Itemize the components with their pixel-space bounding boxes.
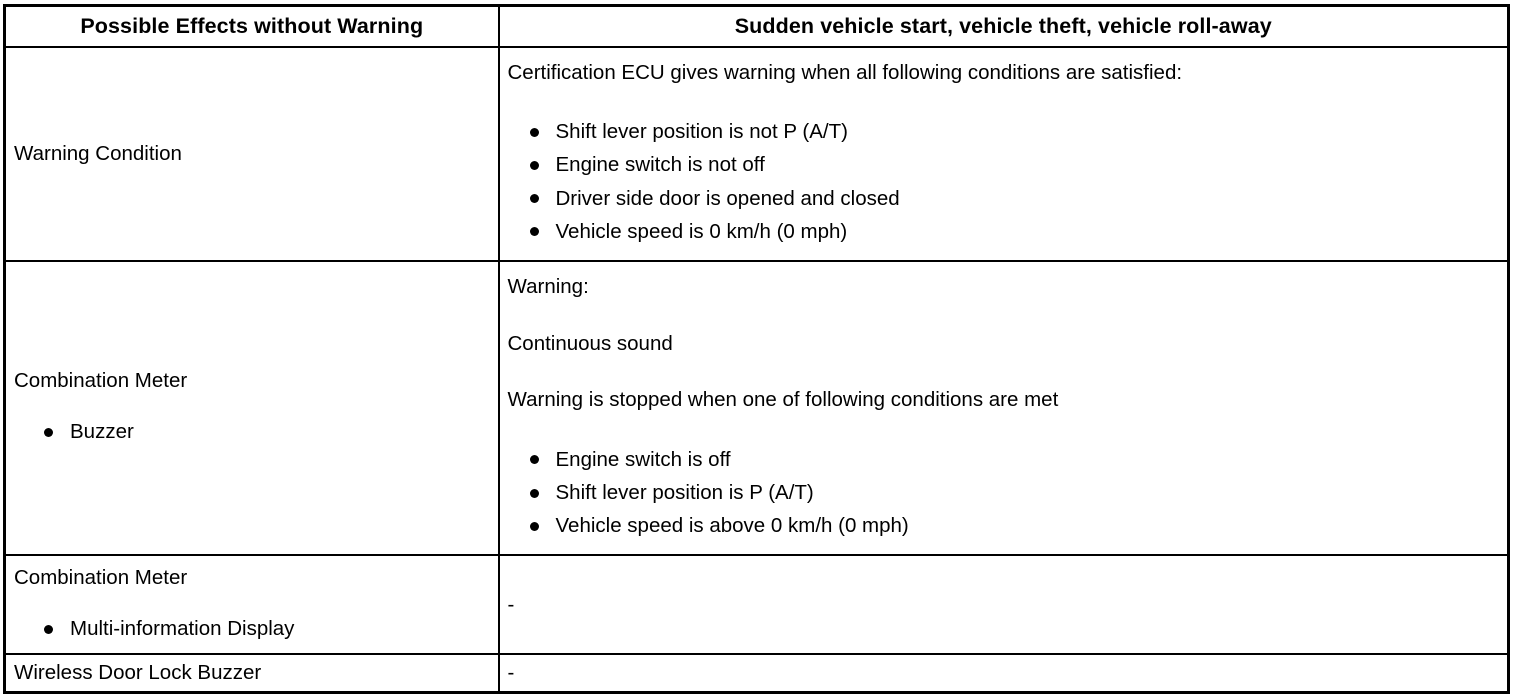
symptom-empty-value: - [507, 592, 515, 616]
bullet-icon [44, 427, 53, 437]
bullet-icon [529, 127, 539, 137]
list-item: Engine switch is off [508, 443, 1508, 476]
document-page: Possible Effects without Warning Sudden … [3, 4, 1510, 694]
symptom-sound-text: Continuous sound [507, 331, 673, 355]
cell-symptom-wireless-door-lock-buzzer: - [497, 653, 1510, 694]
symptom-stop-condition-list: Engine switch is off Shift lever positio… [508, 443, 1508, 543]
spacer [508, 356, 1508, 387]
effect-content: Combination Meter Buzzer [6, 368, 498, 449]
list-item-label: Buzzer [70, 420, 134, 444]
effect-label: Combination Meter [14, 368, 188, 392]
table-header: Possible Effects without Warning Sudden … [3, 4, 1510, 48]
list-item: Buzzer [14, 415, 498, 448]
table-header-row: Possible Effects without Warning Sudden … [3, 4, 1510, 48]
spacer [14, 590, 498, 612]
table-body: Warning Condition Certification ECU give… [3, 45, 1510, 694]
header-symptom: Sudden vehicle start, vehicle theft, veh… [497, 4, 1510, 48]
bullet-icon [44, 624, 53, 634]
symptom-intro-text: Certification ECU gives warning when all… [507, 60, 1183, 84]
effect-content: Wireless Door Lock Buzzer [6, 660, 498, 686]
spacer [508, 300, 1508, 331]
symptom-empty-value: - [507, 660, 515, 684]
list-item-label: Driver side door is opened and closed [555, 186, 900, 210]
effect-content: Warning Condition [6, 141, 498, 167]
list-item-label: Shift lever position is not P (A/T) [555, 120, 848, 144]
list-item-label: Engine switch is not off [555, 153, 765, 177]
list-item: Shift lever position is P (A/T) [508, 476, 1508, 509]
cell-effect-wireless-door-lock-buzzer: Wireless Door Lock Buzzer [3, 653, 500, 694]
symptom-content: Certification ECU gives warning when all… [500, 48, 1508, 260]
list-item-label: Engine switch is off [555, 447, 731, 471]
list-item: Vehicle speed is 0 km/h (0 mph) [508, 215, 1508, 248]
list-item-label: Vehicle speed is above 0 km/h (0 mph) [555, 514, 909, 538]
list-item: Multi-information Display [14, 612, 498, 645]
cell-effect-combination-meter-buzzer: Combination Meter Buzzer [3, 259, 500, 557]
cell-symptom-combination-meter-buzzer: Warning: Continuous sound Warning is sto… [497, 259, 1510, 557]
effect-sub-list: Multi-information Display [14, 612, 498, 645]
bullet-icon [529, 194, 539, 204]
symptom-content: - [500, 660, 1508, 684]
list-item-label: Shift lever position is P (A/T) [555, 481, 814, 505]
symptom-condition-list: Shift lever position is not P (A/T) Engi… [508, 115, 1508, 248]
list-item: Engine switch is not off [508, 148, 1508, 181]
cell-symptom-multi-information-display: - [497, 554, 1510, 656]
spacer [508, 413, 1508, 443]
table-row: Wireless Door Lock Buzzer - [3, 653, 1510, 694]
bullet-icon [529, 160, 539, 170]
effect-sub-list: Buzzer [14, 415, 498, 448]
spacer [14, 393, 498, 415]
bullet-icon [529, 521, 539, 531]
effect-content: Combination Meter Multi-information Disp… [6, 565, 498, 646]
cell-effect-warning-condition: Warning Condition [3, 45, 500, 262]
bullet-icon [529, 455, 539, 465]
header-possible-effects: Possible Effects without Warning [3, 4, 500, 48]
bullet-icon [529, 227, 539, 237]
symptom-warning-heading: Warning: [507, 274, 589, 298]
effect-label: Combination Meter [14, 565, 188, 589]
list-item: Vehicle speed is above 0 km/h (0 mph) [508, 509, 1508, 542]
list-item: Driver side door is opened and closed [508, 182, 1508, 215]
list-item-label: Vehicle speed is 0 km/h (0 mph) [555, 219, 848, 243]
possible-effects-table: Possible Effects without Warning Sudden … [3, 4, 1510, 694]
effect-label: Wireless Door Lock Buzzer [14, 661, 262, 685]
cell-effect-multi-information-display: Combination Meter Multi-information Disp… [3, 554, 500, 656]
table-row: Combination Meter Multi-information Disp… [3, 554, 1510, 656]
table-row: Combination Meter Buzzer Warning: [3, 259, 1510, 557]
symptom-content: - [500, 592, 1508, 616]
bullet-icon [529, 488, 539, 498]
list-item-label: Multi-information Display [70, 617, 295, 641]
effect-label: Warning Condition [14, 141, 182, 165]
cell-symptom-warning-condition: Certification ECU gives warning when all… [497, 45, 1510, 262]
spacer [508, 85, 1508, 115]
list-item: Shift lever position is not P (A/T) [508, 115, 1508, 148]
symptom-content: Warning: Continuous sound Warning is sto… [500, 262, 1508, 554]
symptom-stop-conditions-text: Warning is stopped when one of following… [507, 388, 1059, 412]
table-row: Warning Condition Certification ECU give… [3, 45, 1510, 262]
